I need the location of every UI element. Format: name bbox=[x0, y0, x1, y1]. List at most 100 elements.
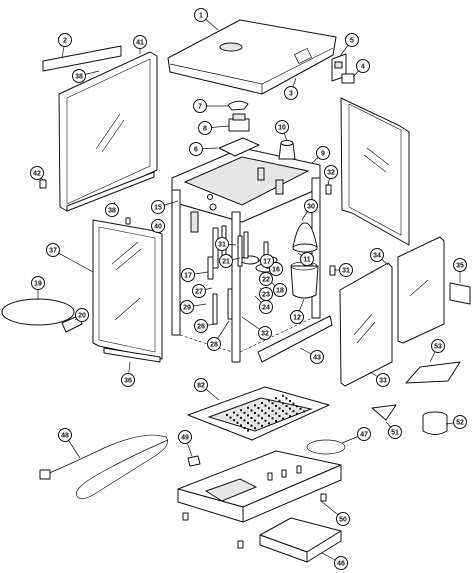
callout-36: 36 bbox=[121, 373, 135, 387]
perforation-hole bbox=[247, 414, 249, 417]
callout-balloon bbox=[75, 308, 89, 322]
callout-balloon bbox=[310, 350, 324, 364]
drawer bbox=[259, 517, 342, 563]
callout-number: 6 bbox=[194, 147, 198, 154]
perforation-hole bbox=[257, 422, 260, 425]
callout-balloon bbox=[121, 373, 135, 387]
perforation-hole bbox=[299, 407, 302, 410]
callout-31: 31 bbox=[339, 263, 353, 277]
plug bbox=[39, 469, 51, 480]
perforated-tray bbox=[187, 386, 330, 441]
perforation-hole bbox=[240, 409, 242, 412]
scoop-and-cups bbox=[371, 361, 461, 435]
perforation-hole bbox=[229, 416, 232, 419]
callout-number: 40 bbox=[154, 224, 162, 231]
callout-balloon bbox=[180, 300, 194, 314]
callout-22: 22 bbox=[259, 272, 273, 286]
callout-15: 15 bbox=[151, 200, 165, 214]
callout-32: 32 bbox=[324, 165, 338, 179]
perforation-hole bbox=[247, 422, 249, 424]
callout-balloon bbox=[181, 268, 195, 282]
callout-balloon bbox=[300, 252, 314, 266]
perforation-hole bbox=[275, 404, 277, 407]
base-pan bbox=[177, 450, 342, 549]
callout-46: 46 bbox=[334, 556, 348, 570]
perforation-hole bbox=[285, 412, 288, 415]
callout-balloon bbox=[290, 310, 304, 324]
callout-balloon bbox=[207, 337, 221, 351]
callout-balloon bbox=[189, 142, 203, 156]
agitator-parts bbox=[218, 100, 260, 157]
callout-number: 48 bbox=[61, 433, 69, 440]
callout-50: 50 bbox=[336, 512, 350, 526]
callout-38: 38 bbox=[105, 203, 119, 217]
perforation-hole bbox=[296, 405, 298, 408]
perforation-hole bbox=[268, 407, 270, 410]
callout-30: 30 bbox=[304, 199, 318, 213]
callout-number: 47 bbox=[360, 432, 368, 439]
callout-number: 31 bbox=[218, 242, 226, 249]
callout-number: 4 bbox=[361, 64, 365, 71]
callout-number: 32 bbox=[327, 170, 335, 177]
callout-9: 9 bbox=[316, 146, 330, 160]
callout-balloon bbox=[334, 556, 348, 570]
callout-balloon bbox=[324, 165, 338, 179]
callout-balloon bbox=[194, 378, 208, 392]
callout-number: 52 bbox=[456, 420, 464, 427]
right-lower-door-front bbox=[339, 262, 393, 387]
callout-number: 26 bbox=[197, 324, 205, 331]
hinge-31-right bbox=[329, 265, 336, 276]
perforation-hole bbox=[289, 400, 291, 402]
callout-balloon bbox=[336, 512, 350, 526]
perforation-hole bbox=[264, 412, 267, 415]
callout-7: 7 bbox=[193, 99, 207, 113]
perforation-hole bbox=[282, 410, 284, 412]
callout-balloon bbox=[260, 254, 274, 268]
callout-number: 8 bbox=[203, 126, 207, 133]
callout-number: 82 bbox=[197, 383, 205, 390]
perforation-hole bbox=[275, 397, 277, 400]
callout-number: 27 bbox=[195, 289, 203, 296]
callout-number: 12 bbox=[293, 315, 301, 322]
callout-number: 49 bbox=[181, 435, 189, 442]
callout-balloon bbox=[376, 373, 390, 387]
callout-balloon bbox=[192, 284, 206, 298]
callout-balloon bbox=[198, 121, 212, 135]
perforation-hole bbox=[236, 414, 239, 417]
callout-number: 10 bbox=[278, 125, 286, 132]
callout-balloon bbox=[133, 35, 147, 49]
callout-balloon bbox=[357, 427, 371, 441]
perforation-hole bbox=[254, 404, 256, 407]
callout-number: 38 bbox=[75, 74, 83, 81]
callout-balloon bbox=[151, 219, 165, 233]
perforation-hole bbox=[268, 399, 270, 402]
callout-balloon bbox=[388, 425, 402, 439]
perforation-hole bbox=[240, 424, 242, 427]
callout-number: 2 bbox=[63, 38, 67, 45]
callout-number: 22 bbox=[262, 277, 270, 284]
callout-38: 38 bbox=[72, 69, 86, 83]
perforation-hole bbox=[278, 415, 281, 417]
perforation-hole bbox=[257, 414, 260, 417]
perforation-hole bbox=[233, 419, 235, 422]
callout-number: 50 bbox=[339, 517, 347, 524]
callout-balloon bbox=[58, 33, 72, 47]
callout-41: 41 bbox=[133, 35, 147, 49]
callout-number: 20 bbox=[78, 313, 86, 320]
callout-number: 1 bbox=[199, 13, 203, 20]
callout-number: 23 bbox=[262, 292, 270, 299]
perforation-hole bbox=[243, 427, 246, 429]
callout-balloon bbox=[72, 69, 86, 83]
callout-number: 32 bbox=[261, 331, 269, 338]
callout-balloon bbox=[193, 99, 207, 113]
callout-number: 9 bbox=[321, 151, 325, 158]
callout-number: 36 bbox=[124, 378, 132, 385]
perforation-hole bbox=[278, 407, 281, 410]
callout-43: 43 bbox=[310, 350, 324, 364]
callout-balloon bbox=[259, 272, 273, 286]
callout-4: 4 bbox=[356, 59, 370, 73]
callout-21: 21 bbox=[219, 254, 233, 268]
callout-number: 3 bbox=[289, 91, 293, 98]
perforation-hole bbox=[261, 409, 263, 412]
perforation-hole bbox=[250, 417, 253, 419]
